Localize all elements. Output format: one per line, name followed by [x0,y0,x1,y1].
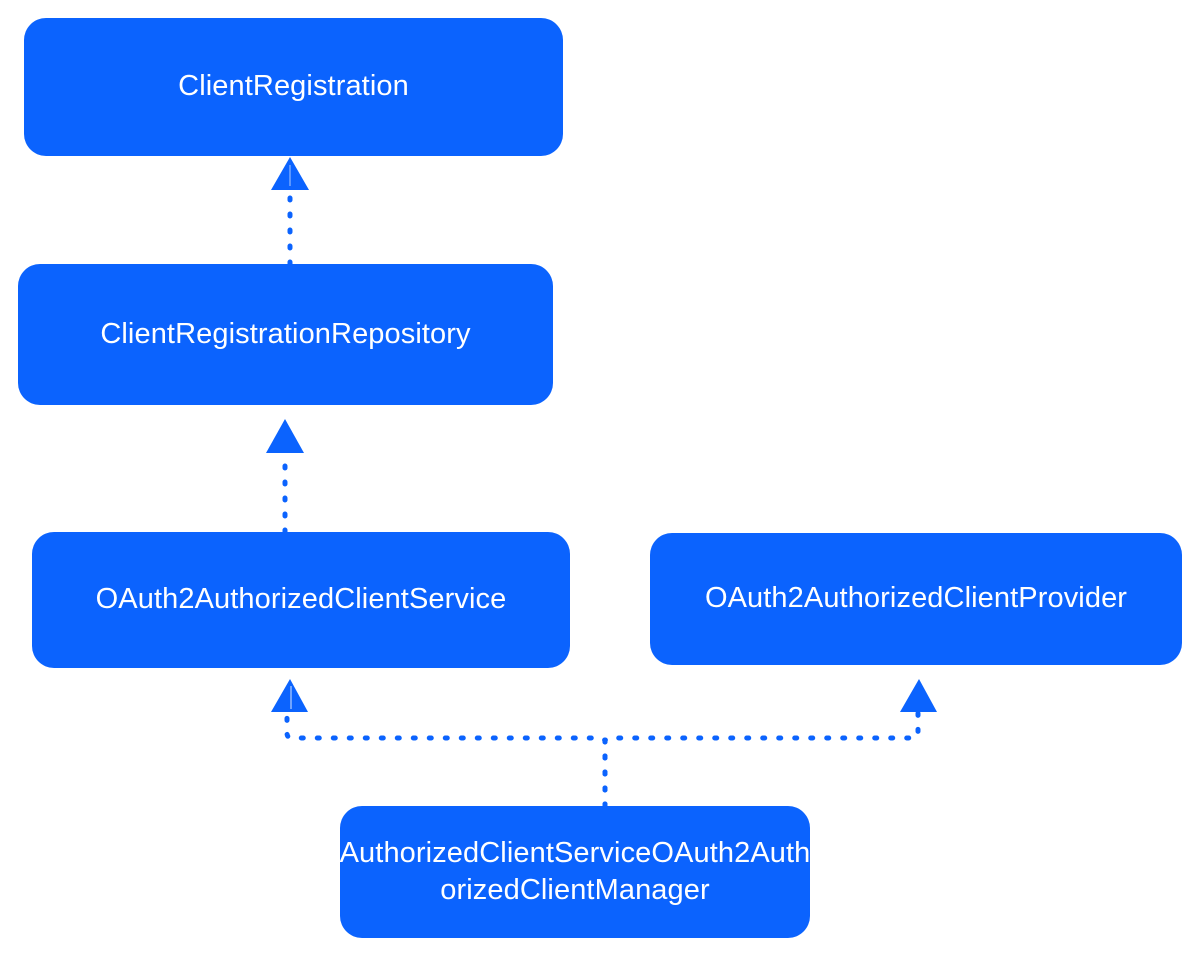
arrowhead-icon-service-to-repository [266,419,304,453]
node-oauth2-authorized-client-service[interactable]: OAuth2AuthorizedClientService [32,532,570,668]
node-client-registration-repository[interactable]: ClientRegistrationRepository [18,264,553,405]
node-label-authorized-client-service-oauth2-authorized-client-manager: AuthorizedClientServiceOAuth2Auth orized… [339,836,811,906]
arrowhead-icon-manager-to-service [271,679,308,712]
arrowhead-icon-repository-to-registration [271,157,309,190]
node-client-registration[interactable]: ClientRegistration [24,18,563,156]
edge-repository-to-registration [271,157,309,267]
node-label-oauth2-authorized-client-service: OAuth2AuthorizedClientService [95,583,507,616]
node-label-client-registration-repository: ClientRegistrationRepository [100,317,471,350]
edge-service-to-repository [266,419,304,535]
edge-manager-to-provider [602,679,937,809]
edge-line-manager-to-provider [602,709,921,809]
node-label-oauth2-authorized-client-provider: OAuth2AuthorizedClientProvider [704,582,1128,615]
arrowhead-icon-manager-to-provider [900,679,937,712]
node-oauth2-authorized-client-provider[interactable]: OAuth2AuthorizedClientProvider [650,533,1182,665]
node-authorized-client-service-oauth2-authorized-client-manager[interactable]: AuthorizedClientServiceOAuth2Auth orized… [340,806,810,938]
node-label-client-registration: ClientRegistration [178,70,409,103]
edge-line-manager-to-service [284,709,608,809]
edge-manager-to-service [271,679,608,809]
